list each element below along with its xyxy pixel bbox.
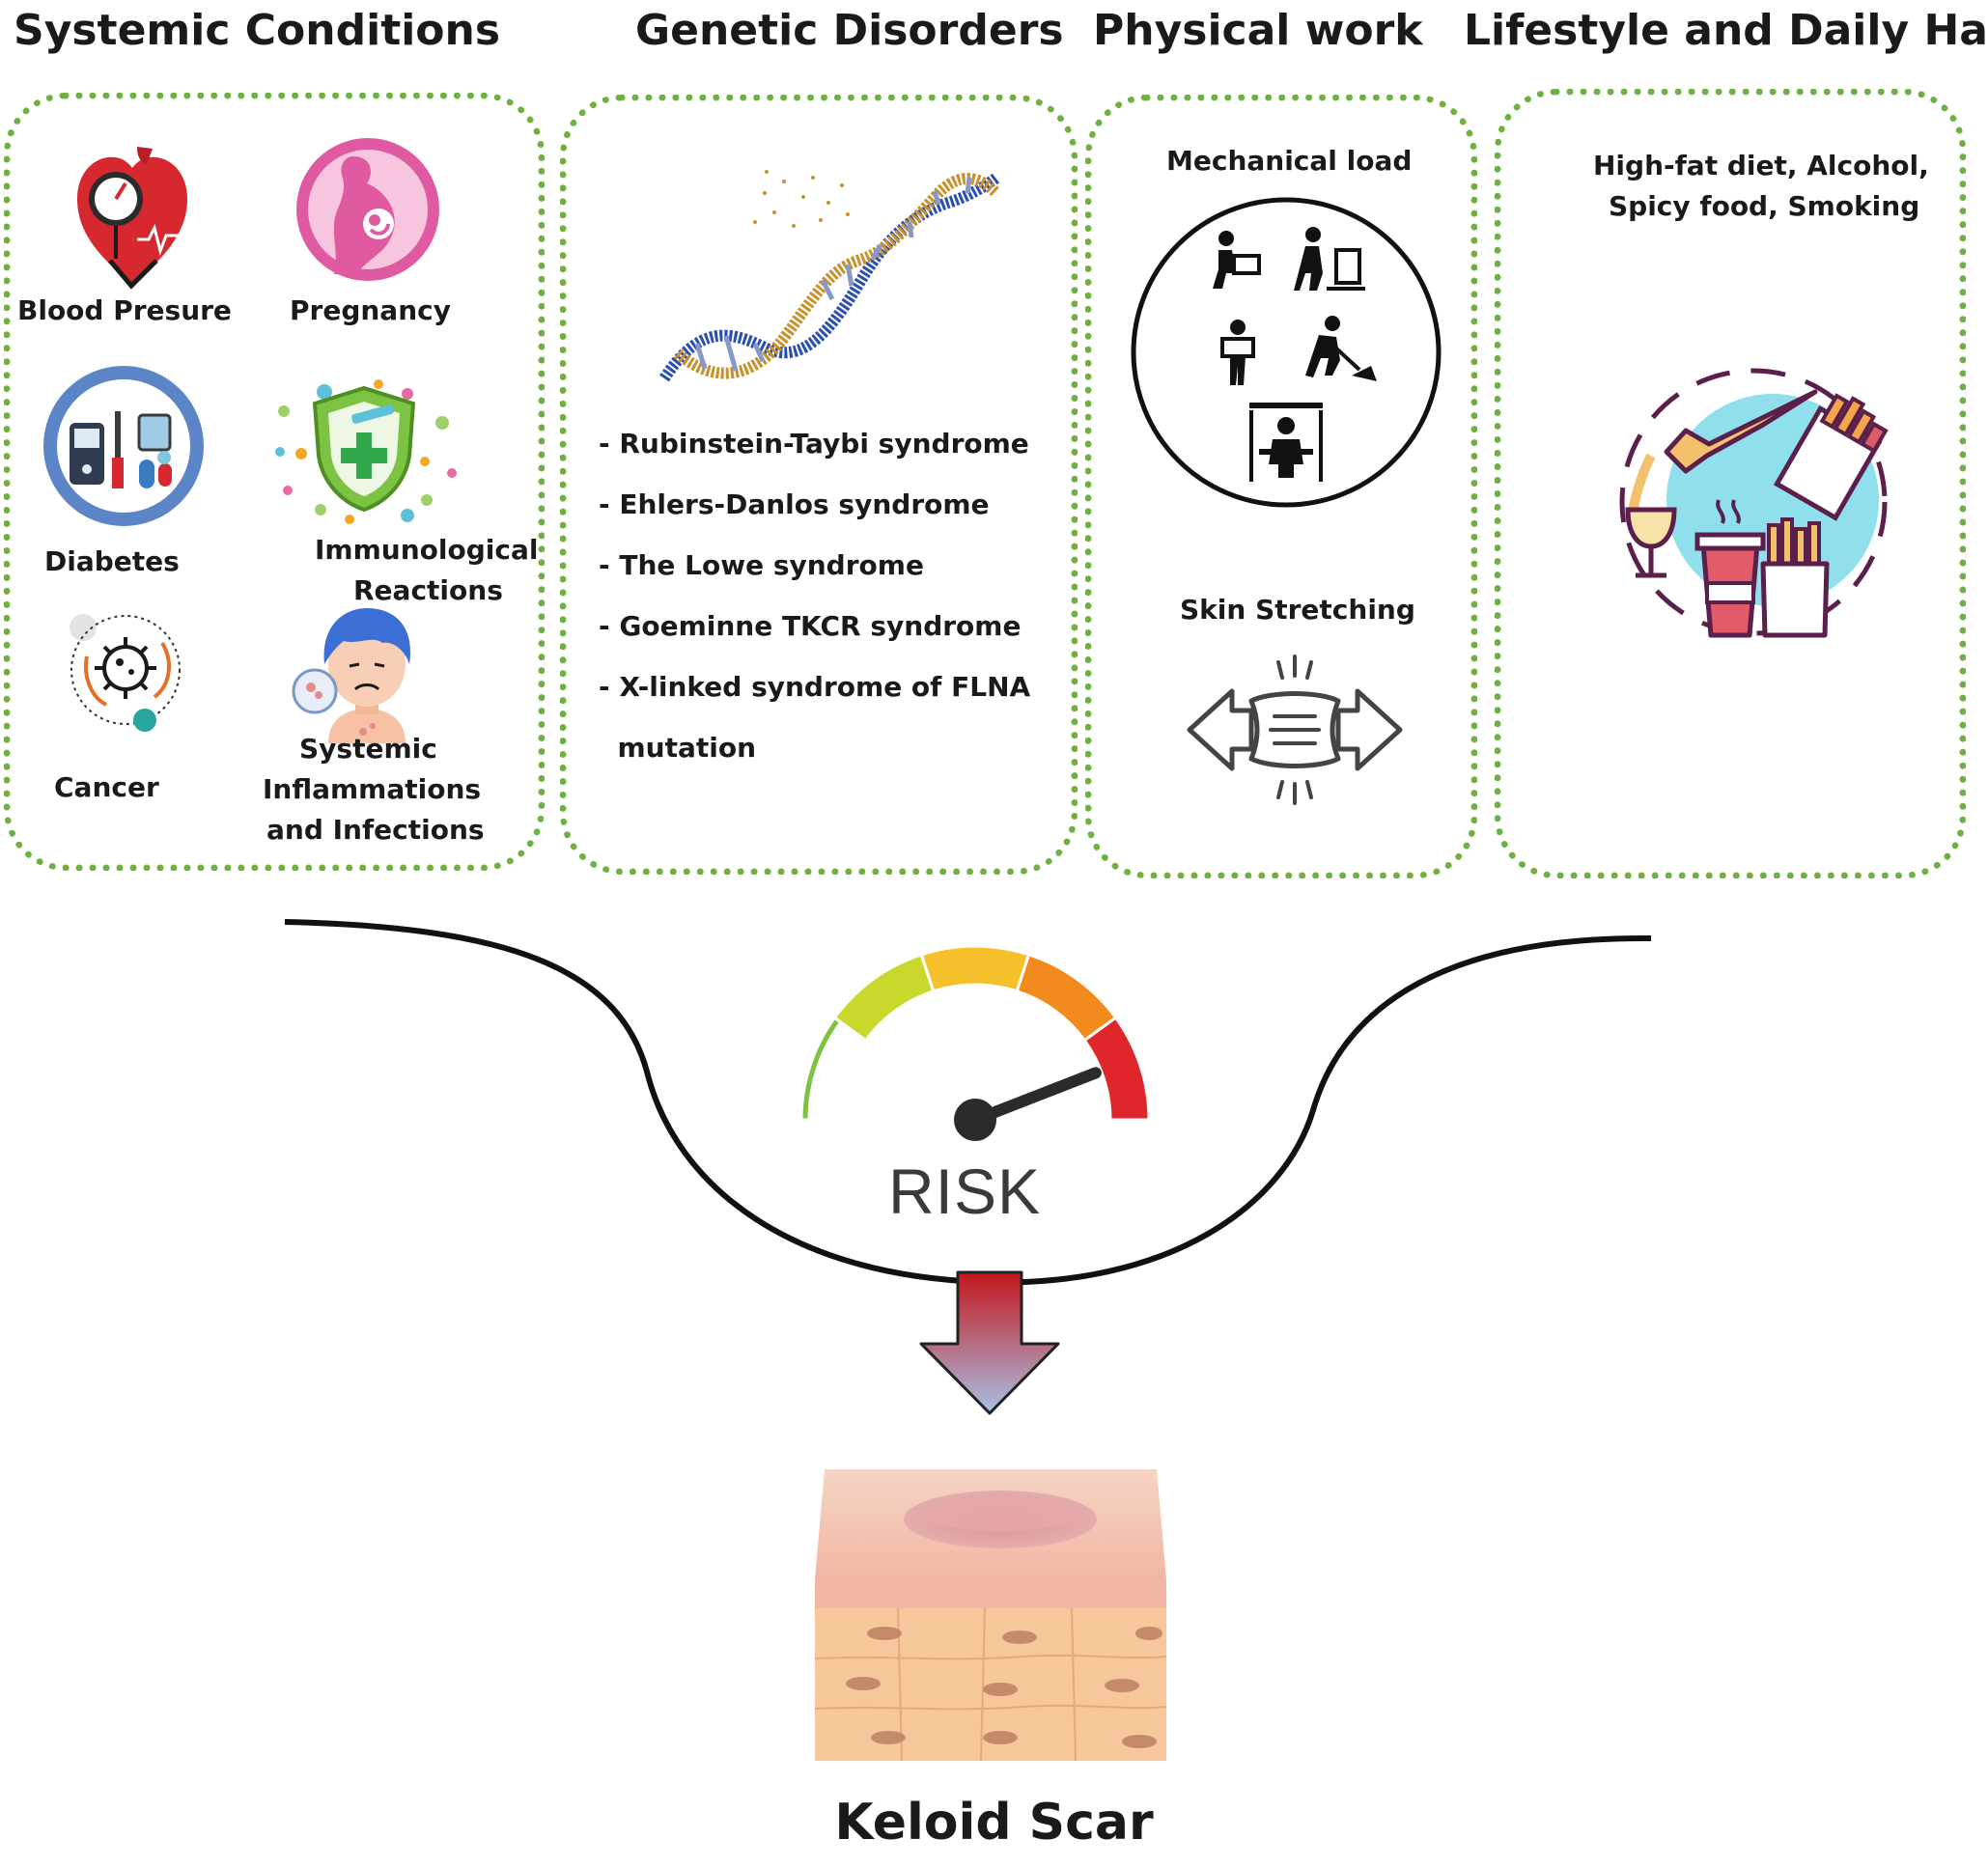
risk-label: RISK xyxy=(888,1156,1042,1227)
gauge-segment xyxy=(799,1016,843,1122)
diabetes-label: Diabetes xyxy=(44,545,180,577)
systemic-inflammations-label-line3: and Infections xyxy=(266,814,485,846)
keloid-scar-title: Keloid Scar xyxy=(834,1794,1154,1852)
genetic-disorders-panel xyxy=(560,95,1078,875)
sick-person-icon xyxy=(292,608,410,743)
gauge-hub xyxy=(954,1099,996,1141)
genetic-disorders-title: Genetic Disorders xyxy=(635,6,1064,55)
mechanical-load-label: Mechanical load xyxy=(1166,145,1413,177)
gauge-needle xyxy=(969,1067,1102,1126)
systemic-inflammations-label-line1: Systemic xyxy=(299,733,437,765)
diabetes-icon xyxy=(43,366,204,526)
immune-shield-icon xyxy=(275,379,457,524)
genetic-item: - X-linked syndrome of FLNA xyxy=(599,671,1031,703)
skin-stretching-icon xyxy=(1187,655,1403,805)
cancer-virus-icon xyxy=(70,614,181,732)
lifestyle-title: Lifestyle and Daily Habits xyxy=(1464,6,1988,55)
genetic-item: - The Lowe syndrome xyxy=(599,549,924,581)
skin-stretching-label: Skin Stretching xyxy=(1180,594,1415,626)
immunological-label-line1: Immunological xyxy=(315,534,539,566)
lifestyle-description-line2: Spicy food, Smoking xyxy=(1609,190,1920,222)
heart-pressure-icon xyxy=(77,147,187,290)
blood-pressure-label: Blood Presure xyxy=(17,294,232,326)
keloid-scar-skin-icon xyxy=(814,1469,1167,1762)
genetic-item: mutation xyxy=(599,732,757,764)
systemic-inflammations-label-line2: Inflammations xyxy=(263,773,482,805)
risk-gauge xyxy=(799,944,1151,1141)
genetic-item: - Rubinstein-Taybi syndrome xyxy=(599,428,1029,460)
systemic-conditions-title: Systemic Conditions xyxy=(14,6,501,55)
lifestyle-panel xyxy=(1495,89,1966,878)
down-arrow-icon xyxy=(919,1270,1060,1415)
pregnancy-icon xyxy=(296,138,439,281)
dna-helix-icon xyxy=(658,170,1001,382)
genetic-disorders-list: - Rubinstein-Taybi syndrome - Ehlers-Dan… xyxy=(599,425,1030,790)
gauge-segment xyxy=(1082,1016,1151,1122)
genetic-item: - Goeminne TKCR syndrome xyxy=(599,610,1022,642)
genetic-item: - Ehlers-Danlos syndrome xyxy=(599,488,990,520)
pregnancy-label: Pregnancy xyxy=(290,294,451,326)
mechanical-load-icon xyxy=(1131,197,1442,508)
physical-work-panel xyxy=(1085,95,1477,878)
lifestyle-habits-icon xyxy=(1619,368,1889,638)
lifestyle-description-line1: High-fat diet, Alcohol, xyxy=(1593,150,1929,181)
immunological-label-line2: Reactions xyxy=(353,574,503,606)
systemic-conditions-panel xyxy=(4,93,545,871)
physical-work-title: Physical work xyxy=(1093,6,1423,55)
cancer-label: Cancer xyxy=(54,771,159,803)
gauge-segment xyxy=(832,952,936,1043)
gauge-segment xyxy=(919,944,1031,993)
